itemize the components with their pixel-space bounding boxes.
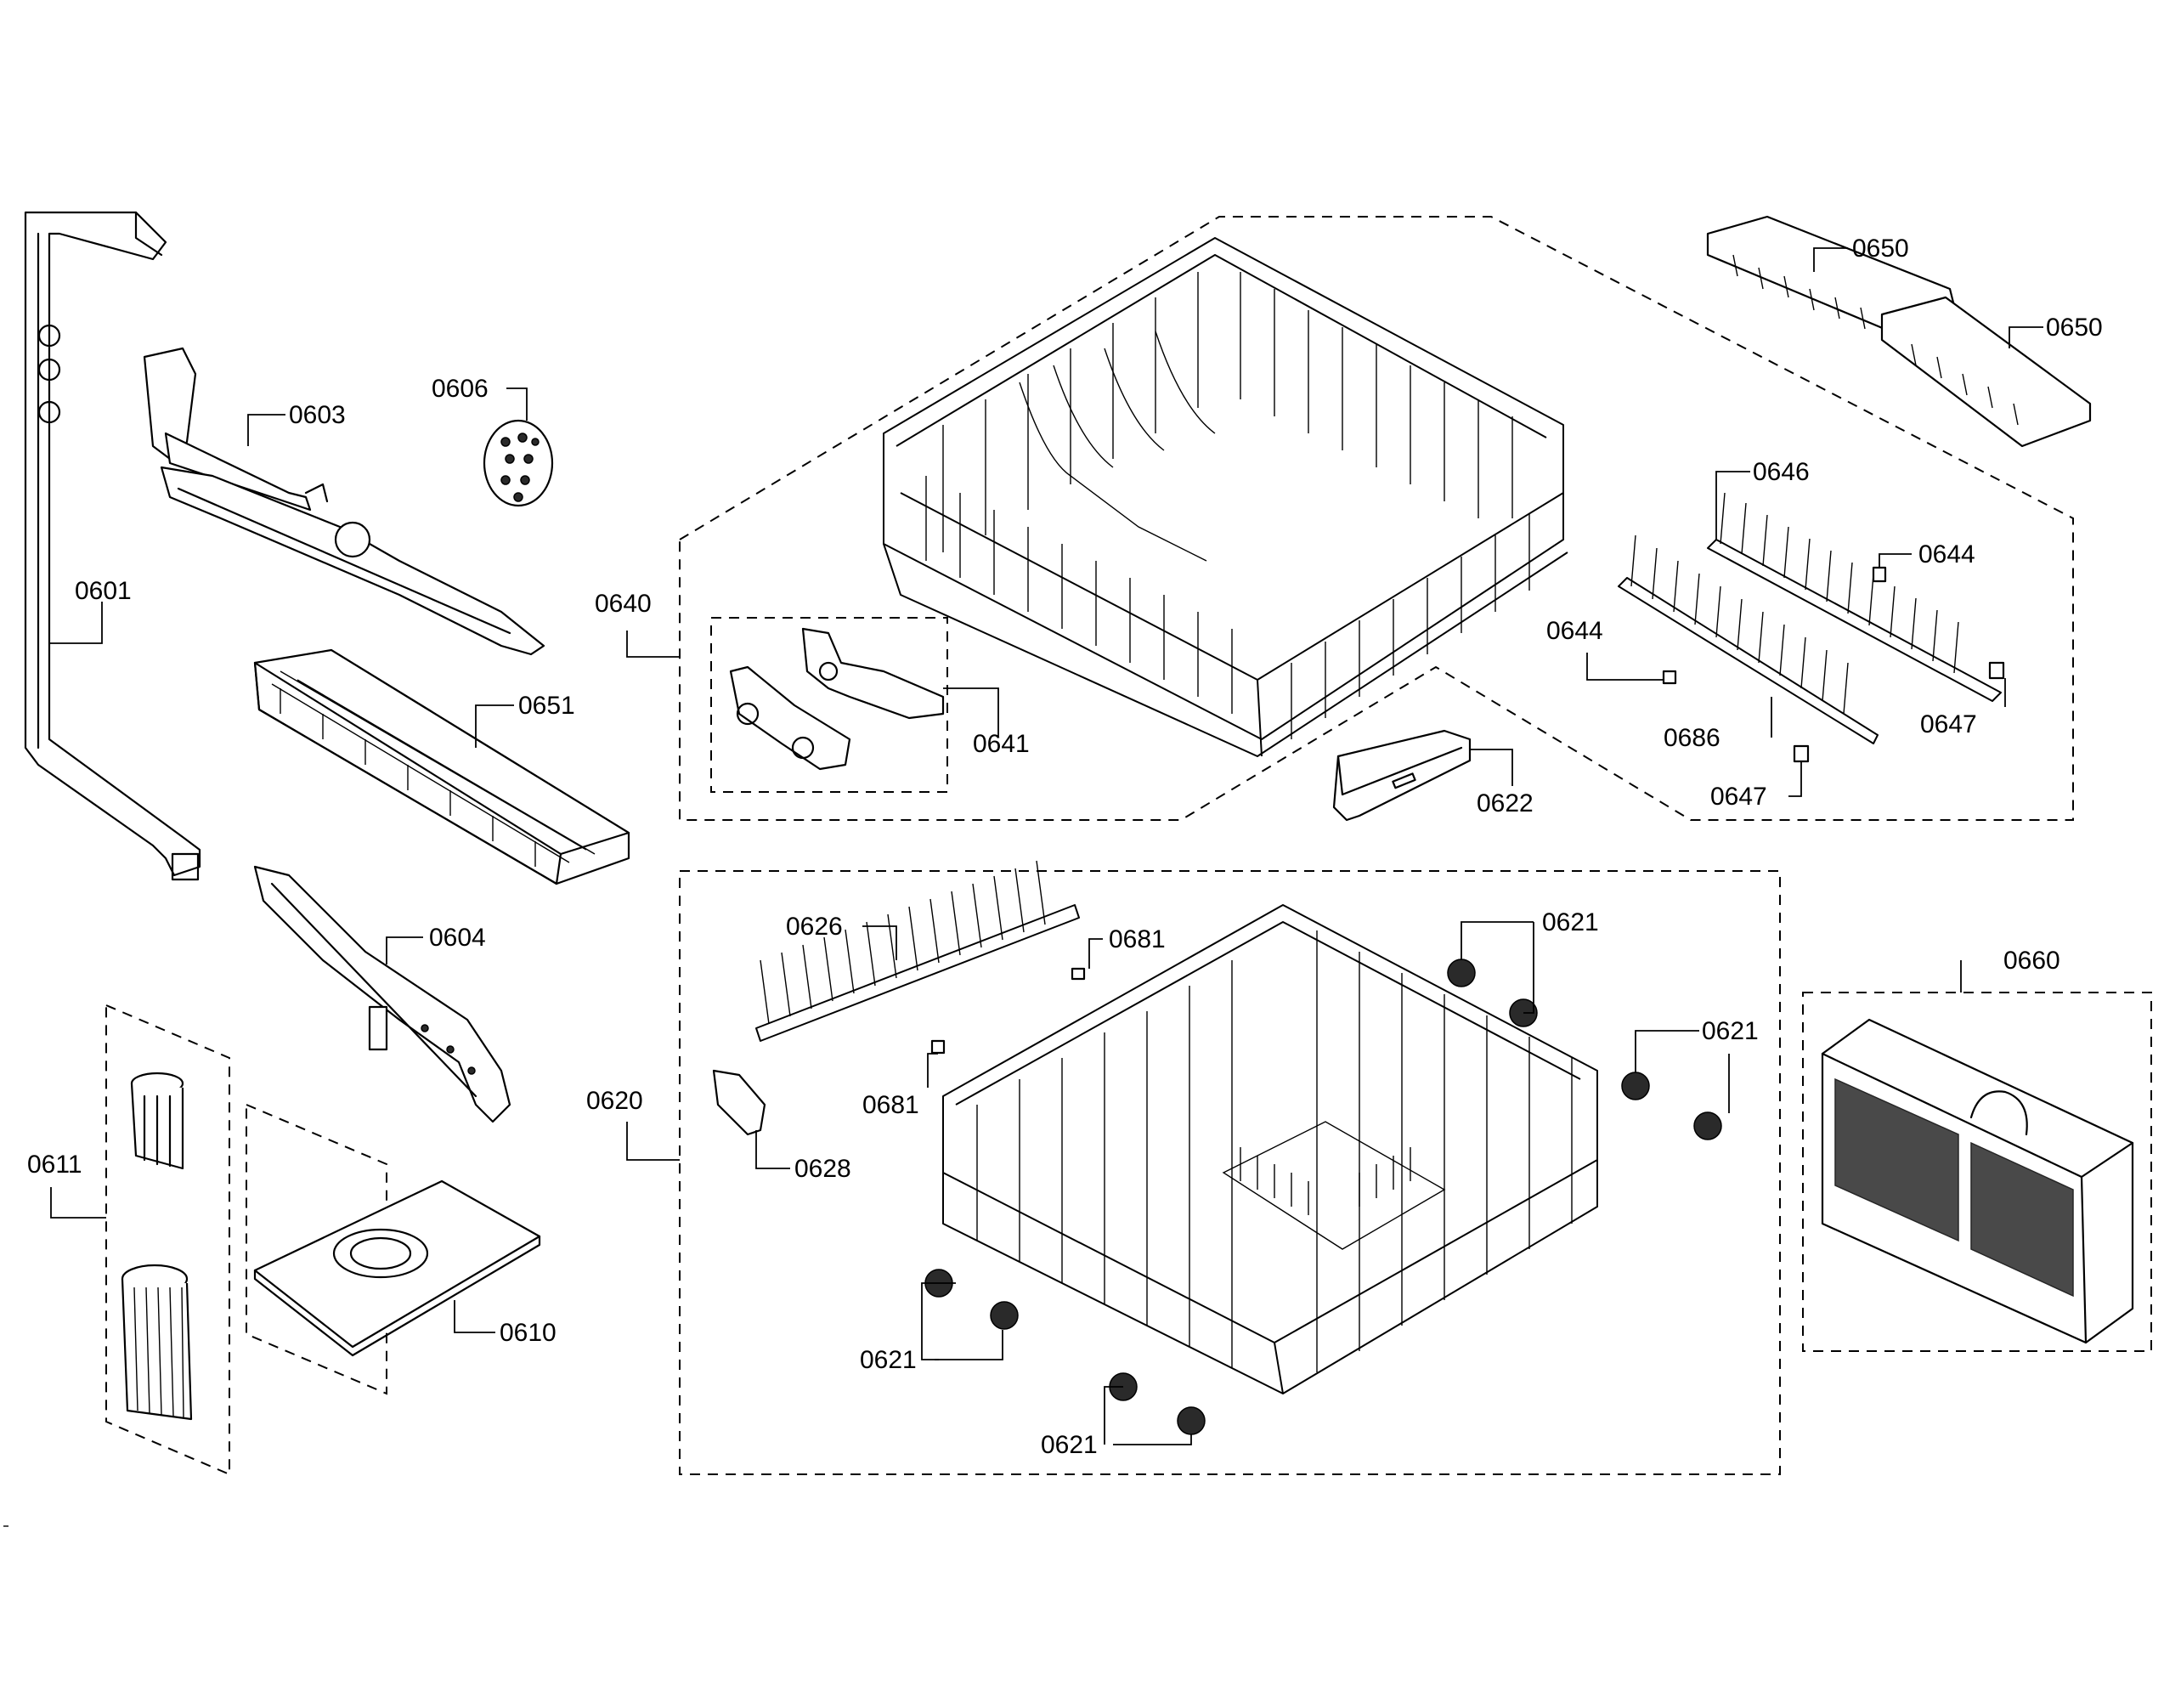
leader-0644b: [1586, 653, 1664, 681]
part-label-0651: 0651: [518, 692, 575, 720]
leader-0628: [755, 1130, 790, 1169]
wheel-part-6: [990, 1301, 1019, 1330]
part-label-0611: 0611: [27, 1151, 82, 1179]
leader-0621f: [935, 1330, 1003, 1360]
part-label-0621c: 0621: [860, 1346, 917, 1374]
tine-clip-0644-right: [1872, 566, 1887, 583]
lower-fold-down-tines-part: [755, 860, 1080, 1042]
leader-0647b: [1788, 761, 1802, 797]
rack-adjuster-part: [729, 627, 945, 771]
part-label-0610: 0610: [500, 1319, 557, 1347]
part-label-0647a: 0647: [1920, 710, 1977, 738]
wheel-part-1: [1447, 959, 1476, 987]
leader-0621c: [1635, 1030, 1699, 1072]
part-label-0620: 0620: [586, 1087, 643, 1115]
clip-part-0681-top: [1071, 967, 1086, 981]
wheel-part-4: [1693, 1111, 1722, 1140]
upper-rack-part: [883, 237, 1568, 757]
leader-0644a: [1879, 553, 1912, 568]
top-cutlery-tray-part: [253, 648, 630, 885]
lower-rack-group-outline: [679, 870, 1781, 1475]
part-label-0601: 0601: [75, 577, 132, 605]
wheel-part-3: [1621, 1072, 1650, 1100]
cutlery-basket-part: [1821, 1018, 2134, 1344]
lower-rack-part: [942, 904, 1598, 1394]
part-label-0686: 0686: [1664, 724, 1720, 752]
part-label-0647b: 0647: [1710, 783, 1767, 811]
part-label-0603: 0603: [289, 401, 346, 429]
part-label-0621b: 0621: [1702, 1017, 1759, 1045]
leader-0640: [626, 631, 680, 658]
filter-plate-outline: [246, 1103, 387, 1395]
leader-0606: [506, 387, 528, 421]
part-label-0641: 0641: [973, 730, 1030, 758]
leader-0621a: [1461, 921, 1534, 960]
leader-0621g: [1104, 1386, 1123, 1445]
filter-cylinder-part: [121, 1072, 193, 1421]
part-label-0660: 0660: [2003, 947, 2060, 975]
tine-clip-0647-bottom: [1793, 744, 1810, 763]
lower-spray-arm-part: [253, 865, 511, 1123]
part-label-0606: 0606: [432, 375, 489, 403]
leader-0601: [49, 602, 103, 644]
upper-rack-adjuster-subgroup-outline: [710, 617, 948, 793]
part-label-0650a: 0650: [1852, 235, 1909, 263]
leader-0646: [1715, 471, 1750, 540]
filter-group-outline: [105, 1004, 230, 1476]
rack-handle-part: [1332, 729, 1472, 822]
tine-clip-0647-right: [1988, 661, 2005, 680]
leader-0681a: [1088, 938, 1103, 969]
filter-plate-part: [253, 1179, 541, 1357]
leader-0604: [386, 936, 423, 964]
spray-disc-part: [483, 419, 554, 507]
wheel-part-8: [1177, 1406, 1206, 1435]
part-label-0604: 0604: [429, 924, 486, 952]
leader-0621e: [921, 1282, 956, 1360]
part-label-0621a: 0621: [1542, 908, 1599, 936]
tine-clip-0644-left: [1662, 670, 1677, 685]
leader-0641: [943, 687, 999, 737]
part-label-0640: 0640: [595, 590, 652, 618]
part-label-0681a: 0681: [1109, 925, 1166, 953]
part-label-0644a: 0644: [1918, 540, 1975, 568]
fold-down-tines-lower-part: [1618, 534, 1879, 744]
spray-supply-tube-part: [24, 211, 201, 881]
tine-holder-part-0628: [712, 1069, 766, 1136]
cutlery-basket-group-outline: [1802, 992, 2152, 1352]
part-label-0646: 0646: [1753, 458, 1810, 486]
part-label-0681b: 0681: [862, 1091, 919, 1119]
leader-0620: [626, 1122, 680, 1161]
part-label-0628: 0628: [794, 1155, 851, 1183]
leader-0603: [247, 414, 285, 446]
cup-shelf-part-bottom: [1880, 296, 2092, 448]
leader-0622: [1470, 749, 1513, 786]
leader-0611: [50, 1187, 106, 1219]
part-label-0622: 0622: [1477, 789, 1534, 817]
leader-0650a: [1813, 247, 1848, 272]
leader-0681b: [927, 1053, 938, 1088]
part-label-0650b: 0650: [2046, 314, 2103, 342]
upper-spray-arm-part: [143, 347, 545, 656]
leader-0651: [475, 704, 514, 748]
clip-part-0681-bottom: [930, 1039, 946, 1055]
part-label-0644b: 0644: [1546, 617, 1603, 645]
leader-0626: [862, 925, 897, 960]
leader-0621h: [1113, 1434, 1192, 1445]
part-label-0621d: 0621: [1041, 1431, 1098, 1459]
leader-0610: [454, 1300, 495, 1333]
part-label-0626: 0626: [786, 913, 843, 941]
leader-0621b: [1523, 922, 1534, 1014]
leader-0650b: [2009, 326, 2043, 348]
fold-down-tines-upper-part: [1707, 492, 2002, 702]
